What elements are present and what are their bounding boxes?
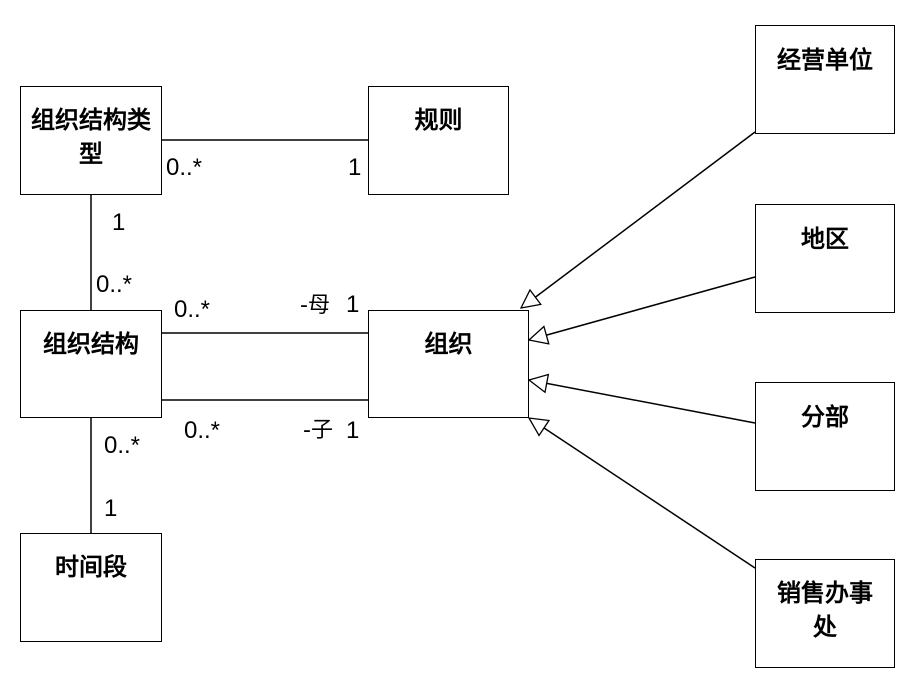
class-region[interactable]: 地区 — [755, 204, 895, 313]
role-parent: -母 — [300, 293, 330, 318]
class-time-period[interactable]: 时间段 — [20, 533, 162, 642]
class-rule[interactable]: 规则 — [368, 86, 509, 195]
multiplicity-type-structure-near-type: 1 — [112, 209, 126, 236]
multiplicity-parent-near-org: 1 — [346, 291, 360, 318]
multiplicity-parent-near-structure: 0..* — [174, 296, 211, 323]
multiplicity-type-structure-near-structure: 0..* — [96, 271, 133, 298]
class-business-unit-label: 经营单位 — [777, 46, 873, 74]
multiplicity-structure-period-near-period: 1 — [104, 495, 118, 522]
class-branch-label: 分部 — [801, 403, 849, 431]
class-organization[interactable]: 组织 — [368, 310, 529, 418]
role-child: -子 — [303, 418, 333, 443]
class-business-unit[interactable]: 经营单位 — [755, 25, 895, 134]
multiplicity-type-rule-near-rule: 1 — [348, 154, 362, 181]
class-sales-office[interactable]: 销售办事处 — [755, 559, 895, 668]
class-branch[interactable]: 分部 — [755, 382, 895, 491]
class-region-label: 地区 — [801, 225, 849, 253]
class-org-structure-label: 组织结构 — [43, 330, 139, 358]
class-org-structure[interactable]: 组织结构 — [20, 310, 162, 418]
class-time-period-label: 时间段 — [55, 553, 127, 581]
class-org-structure-type[interactable]: 组织结构类型 — [20, 86, 162, 195]
generalization-branch — [529, 380, 756, 424]
class-org-structure-type-label: 组织结构类型 — [31, 106, 151, 168]
multiplicity-child-near-org: 1 — [346, 417, 360, 444]
class-rule-label: 规则 — [414, 106, 463, 134]
multiplicity-type-rule-near-type: 0..* — [166, 154, 203, 181]
generalization-sales-office — [529, 418, 756, 569]
class-sales-office-label: 销售办事处 — [777, 579, 873, 641]
multiplicity-child-near-structure: 0..* — [184, 417, 221, 444]
generalization-business-unit — [521, 131, 756, 308]
class-organization-label: 组织 — [424, 330, 473, 358]
multiplicity-structure-period-near-structure: 0..* — [104, 432, 141, 459]
generalization-region — [529, 276, 756, 340]
